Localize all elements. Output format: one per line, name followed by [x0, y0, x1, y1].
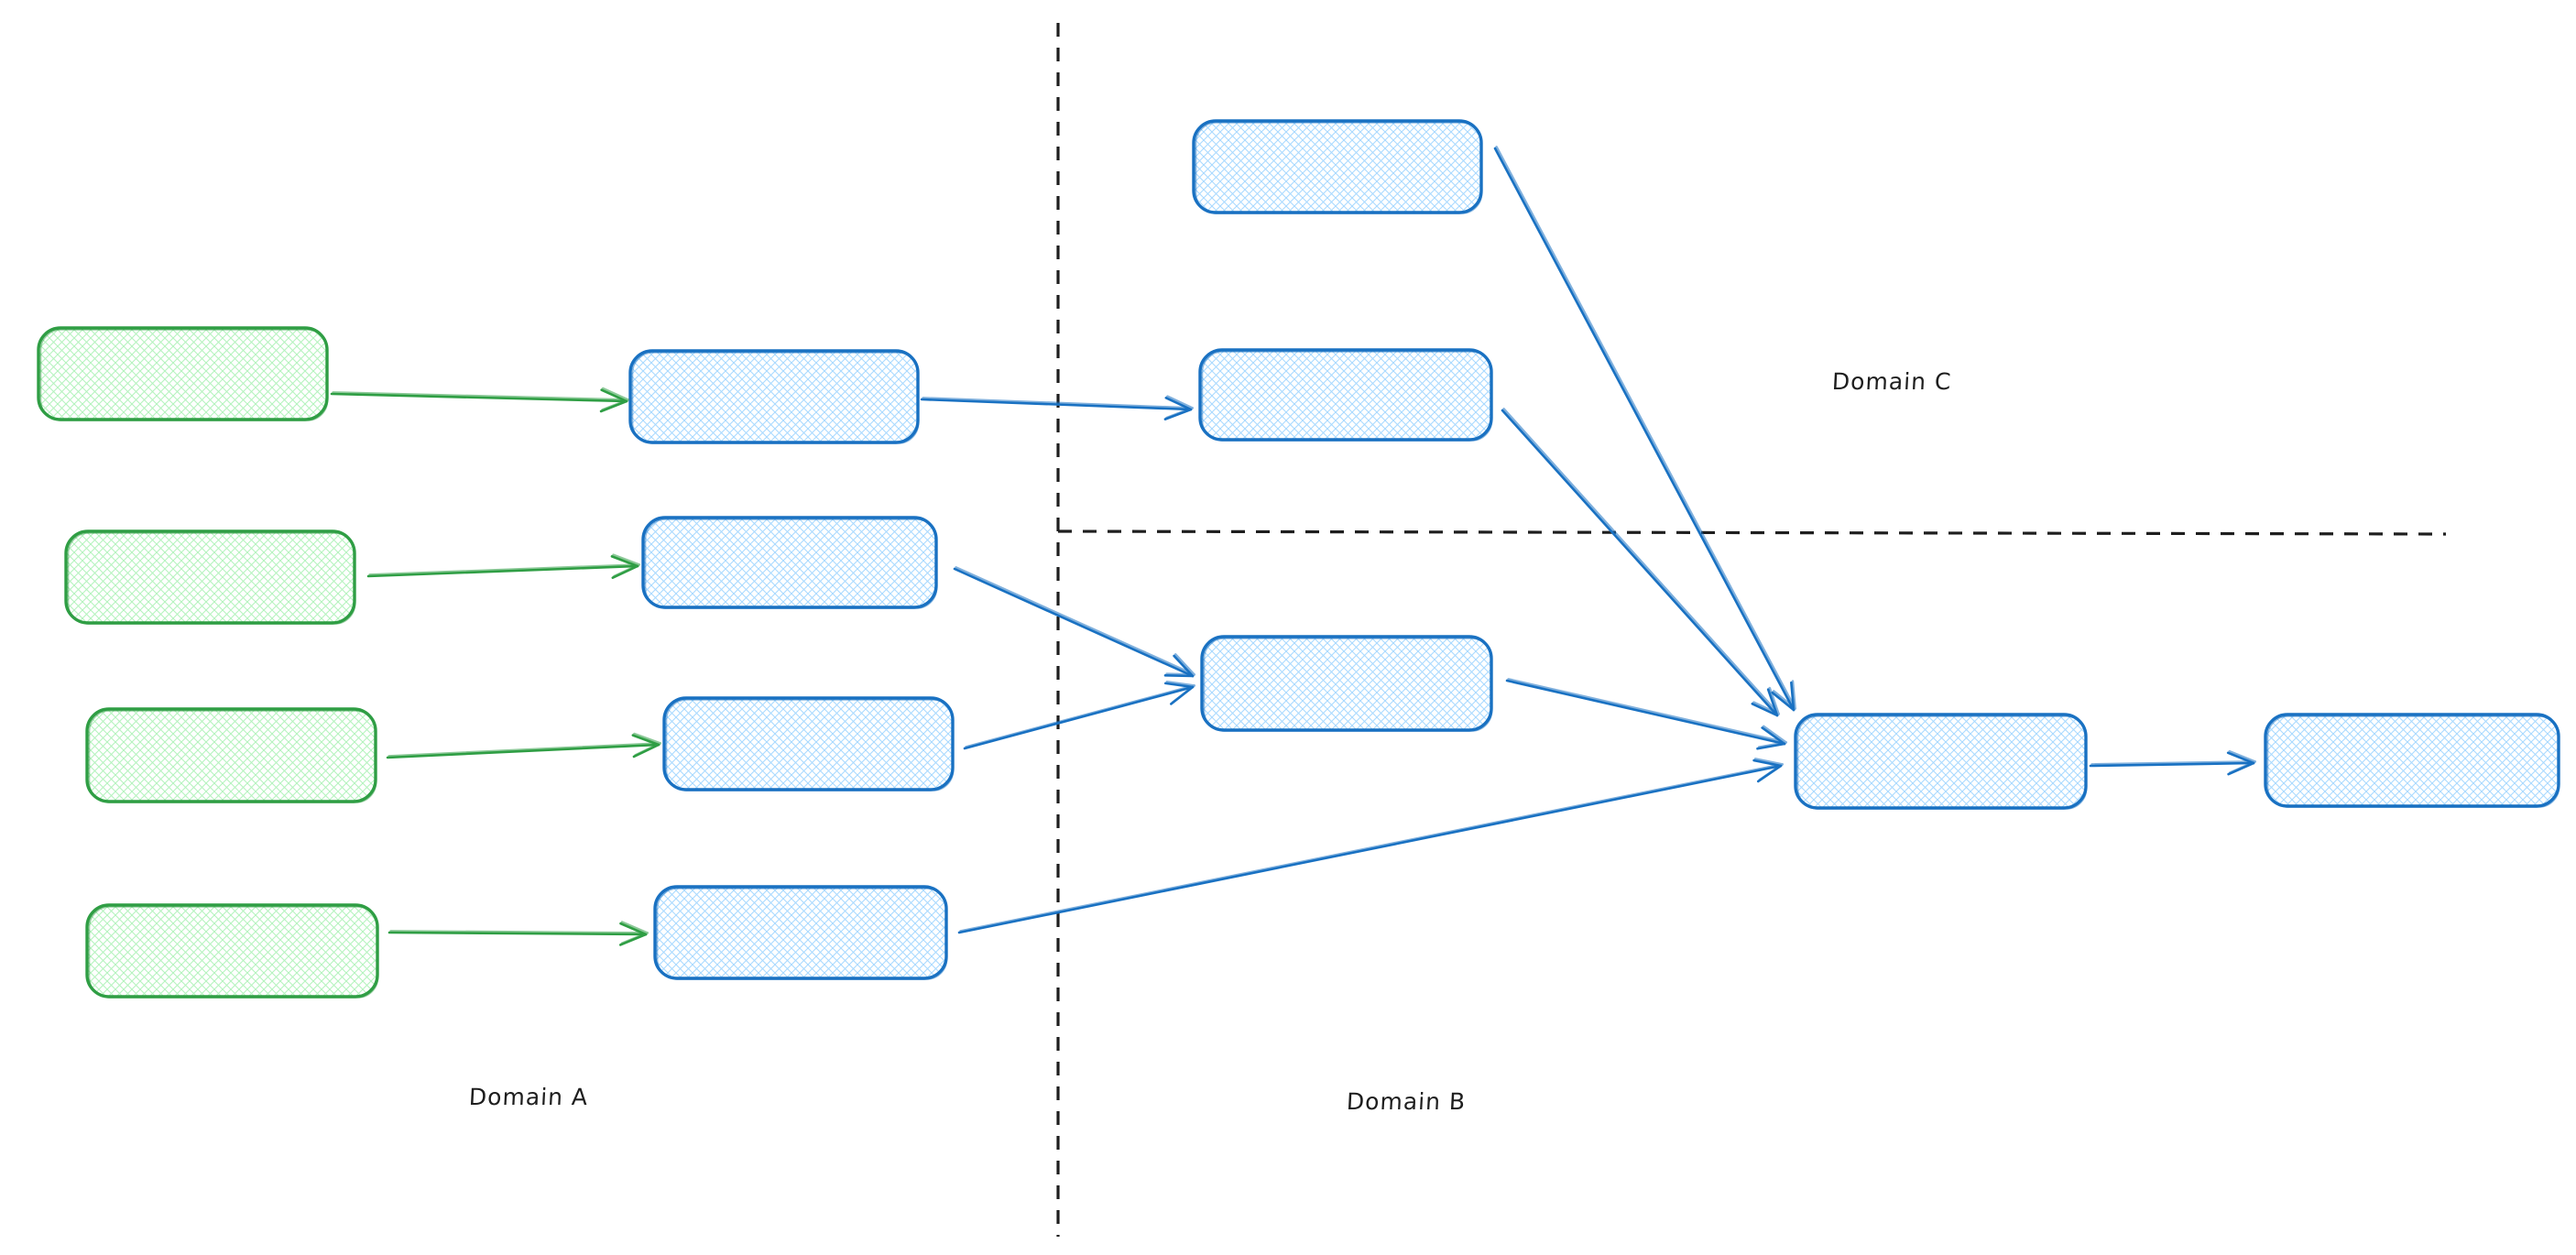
edge-stage-4-to-hub[interactable] — [957, 758, 1784, 934]
edge-stroke — [1502, 408, 1780, 715]
label-domain-b[interactable]: Domain B — [1346, 1088, 1467, 1115]
edge-stroke — [2090, 749, 2256, 774]
edge-stage-1-to-bridge[interactable] — [920, 395, 1194, 420]
horizontal-divider[interactable] — [1057, 529, 2447, 536]
node-source-3[interactable] — [85, 707, 377, 803]
edge-bridge-to-hub[interactable] — [1501, 408, 1780, 717]
edge-stroke — [389, 921, 649, 945]
edge-stage-3-to-merge[interactable] — [963, 680, 1195, 750]
edge-stroke — [955, 566, 1195, 676]
node-source-2[interactable] — [64, 529, 356, 625]
edge-stroke — [1495, 146, 1796, 710]
edge-source-4-to-stage-4[interactable] — [387, 921, 649, 946]
edge-stroke — [959, 758, 1784, 933]
edge-stroke — [965, 680, 1195, 748]
node-stage-4[interactable] — [653, 885, 948, 980]
edge-stroke — [332, 387, 629, 411]
edge-stroke — [1501, 409, 1779, 717]
edge-source-1-to-stage-1[interactable] — [330, 387, 629, 413]
edge-stroke — [953, 567, 1195, 678]
edge-hub-to-output[interactable] — [2089, 749, 2256, 776]
node-source-4[interactable] — [85, 903, 379, 999]
edge-stroke — [368, 553, 640, 578]
node-domain-c-top[interactable] — [1192, 119, 1483, 214]
node-bridge[interactable] — [1198, 348, 1493, 442]
node-source-1[interactable] — [37, 326, 329, 421]
edge-stroke — [1507, 678, 1787, 748]
node-stage-2[interactable] — [641, 516, 938, 609]
edge-merge-to-hub[interactable] — [1505, 678, 1787, 750]
edge-domain-c-top-to-hub[interactable] — [1493, 146, 1796, 712]
node-merge[interactable] — [1200, 635, 1493, 732]
node-stage-1[interactable] — [628, 349, 920, 444]
edge-source-3-to-stage-3[interactable] — [386, 732, 661, 759]
edge-source-2-to-stage-2[interactable] — [366, 553, 640, 580]
edge-stage-2-to-merge[interactable] — [953, 566, 1195, 678]
node-output[interactable] — [2264, 713, 2560, 808]
edge-stroke — [920, 396, 1193, 420]
label-domain-a[interactable]: Domain A — [468, 1084, 589, 1110]
node-hub[interactable] — [1794, 713, 2088, 810]
edge-stroke — [1505, 679, 1786, 750]
node-stage-3[interactable] — [662, 696, 955, 791]
edge-stroke — [922, 395, 1194, 420]
edge-stroke — [387, 732, 661, 758]
edge-stroke — [1493, 147, 1796, 712]
edge-stroke — [387, 922, 648, 946]
label-domain-c[interactable]: Domain C — [1831, 368, 1953, 395]
